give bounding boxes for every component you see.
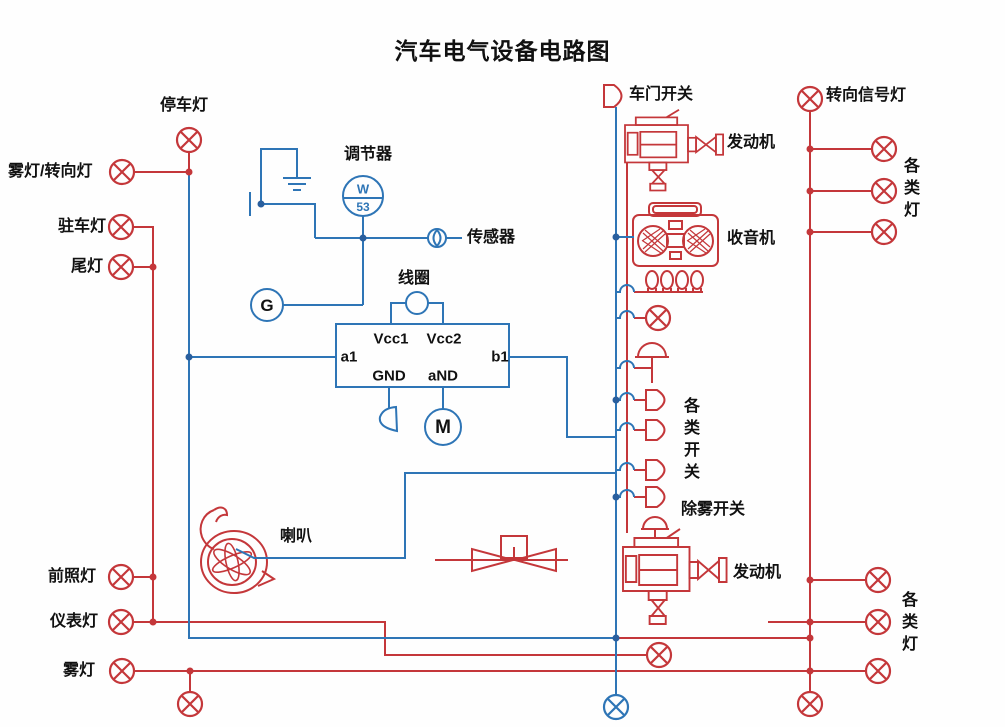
lamp-icon [107, 213, 135, 241]
generator-g-label: G [260, 296, 274, 315]
label-fog-lamp: 雾灯 [63, 662, 96, 679]
lamp-icon [796, 85, 824, 113]
lamp-icon-blue [602, 693, 630, 721]
coil-icon [405, 291, 429, 315]
page-title: 汽车电气设备电路图 [394, 38, 611, 64]
label-turn-signal: 转向信号灯 [826, 87, 907, 104]
door-switch-icon [603, 84, 623, 108]
label-radio: 收音机 [727, 230, 776, 247]
spark-plugs-icon [645, 270, 704, 292]
generator-icon [250, 288, 284, 322]
lamp-icon [870, 218, 898, 246]
lamp-icon [644, 304, 672, 332]
terminal-gnd: GND [372, 367, 406, 385]
lamp-icon [108, 158, 136, 186]
label-various-switches: 各类开关 [681, 397, 698, 485]
ground-icon [249, 148, 316, 238]
label-horn: 喇叭 [280, 528, 313, 545]
label-tail-lamp: 尾灯 [71, 258, 104, 275]
label-various-lamps-top: 各类灯 [901, 157, 918, 223]
label-defog-switch: 除雾开关 [681, 501, 746, 518]
label-parking-brake-lamp: 驻车灯 [58, 218, 107, 235]
terminal-vcc2: Vcc2 [426, 330, 462, 348]
lamp-icon [870, 135, 898, 163]
red-wires [133, 111, 872, 692]
red-junction-dots [149, 145, 814, 675]
label-engine-top: 发动机 [727, 134, 776, 151]
label-regulator: 调节器 [344, 146, 393, 163]
terminal-vcc1: Vcc1 [373, 330, 409, 348]
label-parking-lamp: 停车灯 [160, 97, 209, 114]
label-headlight: 前照灯 [48, 568, 97, 585]
lamp-icon [176, 690, 204, 718]
ecu-box [335, 291, 510, 446]
lamp-icon [107, 563, 135, 591]
terminal-a1: a1 [340, 348, 358, 366]
switch-icons [645, 389, 666, 508]
engine-top-icon [624, 108, 724, 192]
horn-icon [199, 506, 277, 594]
label-door-switch: 车门开关 [629, 86, 694, 103]
lamp-icon [864, 566, 892, 594]
lamp-icon [796, 690, 824, 718]
speaker-icon [378, 405, 399, 433]
regulator-53-label: 53 [356, 200, 370, 214]
defog-switch-icon [641, 516, 669, 538]
lamp-icon [645, 641, 673, 669]
label-coil: 线圈 [398, 270, 431, 287]
label-fog-turn-lamp: 雾灯/转向灯 [8, 163, 93, 180]
lamp-icon [864, 657, 892, 685]
terminal-and: aND [427, 367, 459, 385]
regulator-w-label: W [356, 181, 370, 197]
valve-icon [435, 535, 568, 573]
regulator-icon [250, 175, 462, 322]
blue-wires [188, 107, 635, 695]
lamp-icon [107, 253, 135, 281]
sensor-icon [427, 228, 447, 248]
lamp-icon [107, 608, 135, 636]
lamp-icon [108, 657, 136, 685]
motor-icon [424, 408, 462, 446]
blue-junction-dots [185, 200, 620, 642]
label-instrument-lamp: 仪表灯 [50, 613, 99, 630]
terminal-b1: b1 [491, 348, 509, 366]
label-various-lamps-bottom: 各类灯 [899, 591, 916, 657]
engine-bottom-icon [622, 528, 728, 625]
bell-icon [635, 342, 669, 383]
lamp-icon [864, 608, 892, 636]
lamp-icon [175, 126, 203, 154]
radio-icon [632, 202, 719, 267]
label-sensor: 传感器 [467, 229, 516, 246]
label-engine-bottom: 发动机 [733, 564, 782, 581]
lamp-icon [870, 177, 898, 205]
motor-m-label: M [435, 417, 451, 438]
